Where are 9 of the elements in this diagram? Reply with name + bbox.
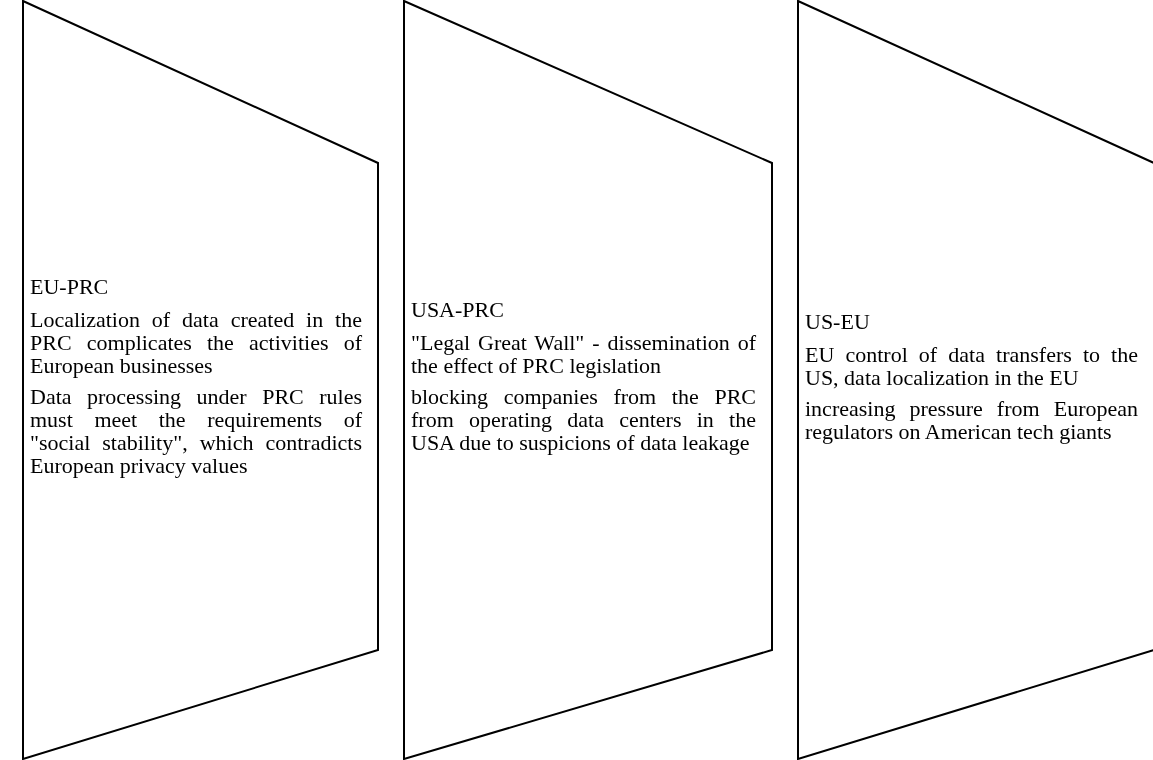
description-text: "Legal Great Wall" - dissemination of the effect of PRC legislation bbox=[411, 331, 756, 377]
description-text: EU control of data transfers to the US, data localization in the EU bbox=[805, 342, 1138, 389]
panel-heading: USA-PRC bbox=[411, 298, 505, 321]
description-text: increasing pressure from European regulators on American tech giants bbox=[805, 396, 1138, 443]
description-text: Data processing under PRC rules must meet the requirements of "social stability", which contradicts European privacy values bbox=[30, 385, 362, 477]
description-text: Localization of data created in the PRC complicates the activities of European businesses bbox=[30, 308, 362, 377]
description-text: blocking companies from the PRC from operating data centers in the USA due to suspicions of data leakage bbox=[411, 385, 756, 454]
panel-heading: US-EU bbox=[805, 309, 871, 333]
panel-heading: EU-PRC bbox=[30, 275, 110, 298]
